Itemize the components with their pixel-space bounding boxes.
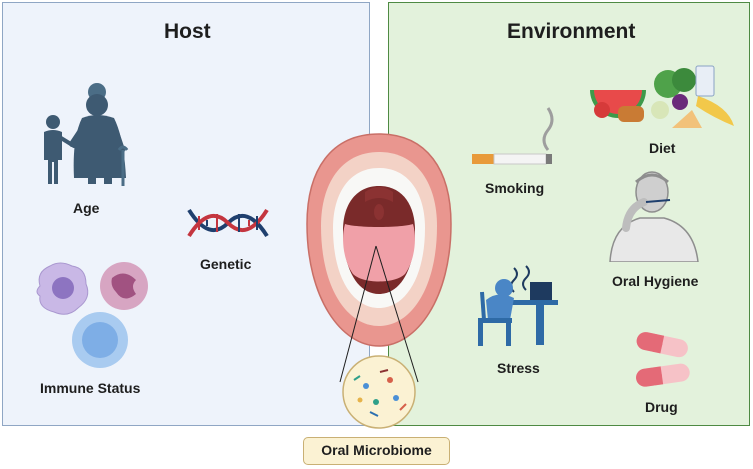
oral-microbiome-label: Oral Microbiome bbox=[303, 437, 450, 465]
oral-hygiene-label: Oral Hygiene bbox=[612, 273, 699, 289]
immune-status-label: Immune Status bbox=[40, 380, 141, 396]
elderly-and-child-icon bbox=[44, 83, 129, 186]
dna-icon bbox=[187, 208, 269, 238]
diet-label: Diet bbox=[649, 140, 676, 156]
stressed-person-icon bbox=[478, 265, 558, 346]
drug-label: Drug bbox=[645, 399, 678, 415]
toothbrushing-person-icon bbox=[609, 171, 699, 262]
genetic-label: Genetic bbox=[200, 256, 252, 272]
smoking-label: Smoking bbox=[485, 180, 545, 196]
host-title: Host bbox=[164, 20, 211, 43]
immune-cells-icon bbox=[36, 262, 148, 368]
microbiome-magnifier-icon bbox=[339, 245, 419, 429]
stress-label: Stress bbox=[497, 360, 540, 376]
food-icon bbox=[590, 65, 734, 128]
age-label: Age bbox=[73, 200, 100, 216]
environment-title: Environment bbox=[507, 20, 636, 43]
open-mouth-icon bbox=[306, 133, 452, 347]
cigarette-icon bbox=[472, 107, 554, 165]
pills-icon bbox=[636, 332, 690, 387]
